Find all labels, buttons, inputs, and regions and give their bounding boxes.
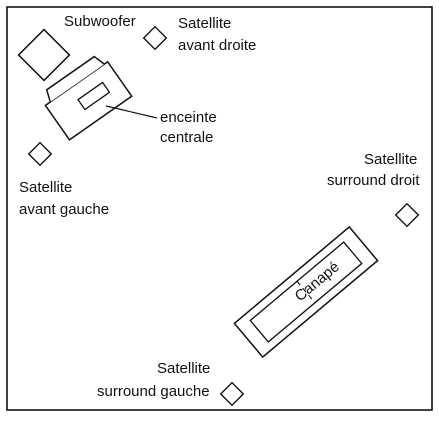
satellite-surround-left-label-line1: Satellite xyxy=(157,360,210,377)
sofa-shape xyxy=(233,225,379,359)
satellite-front-right-label-line2: avant droite xyxy=(178,37,256,54)
room-outline xyxy=(6,6,433,411)
subwoofer-shape xyxy=(17,28,71,82)
satellite-front-left-label-line1: Satellite xyxy=(19,179,72,196)
satellite-front-left-shape xyxy=(27,141,53,167)
center-speaker-label-line1: enceinte xyxy=(160,109,217,126)
satellite-surround-left-shape xyxy=(219,381,245,407)
satellite-surround-right-label-line1: Satellite xyxy=(364,151,417,168)
satellite-surround-left-label-line2: surround gauche xyxy=(97,383,210,400)
center-speaker-shape xyxy=(44,55,133,141)
satellite-front-left-label-line2: avant gauche xyxy=(19,201,109,218)
subwoofer-label: Subwoofer xyxy=(64,13,136,30)
satellite-surround-right-shape xyxy=(394,202,420,228)
satellite-front-right-shape xyxy=(142,25,168,51)
satellite-front-right-label-line1: Satellite xyxy=(178,15,231,32)
center-speaker-label-line2: centrale xyxy=(160,129,213,146)
satellite-surround-right-label-line2: surround droit xyxy=(327,172,420,189)
center-speaker-pointer xyxy=(105,105,158,119)
